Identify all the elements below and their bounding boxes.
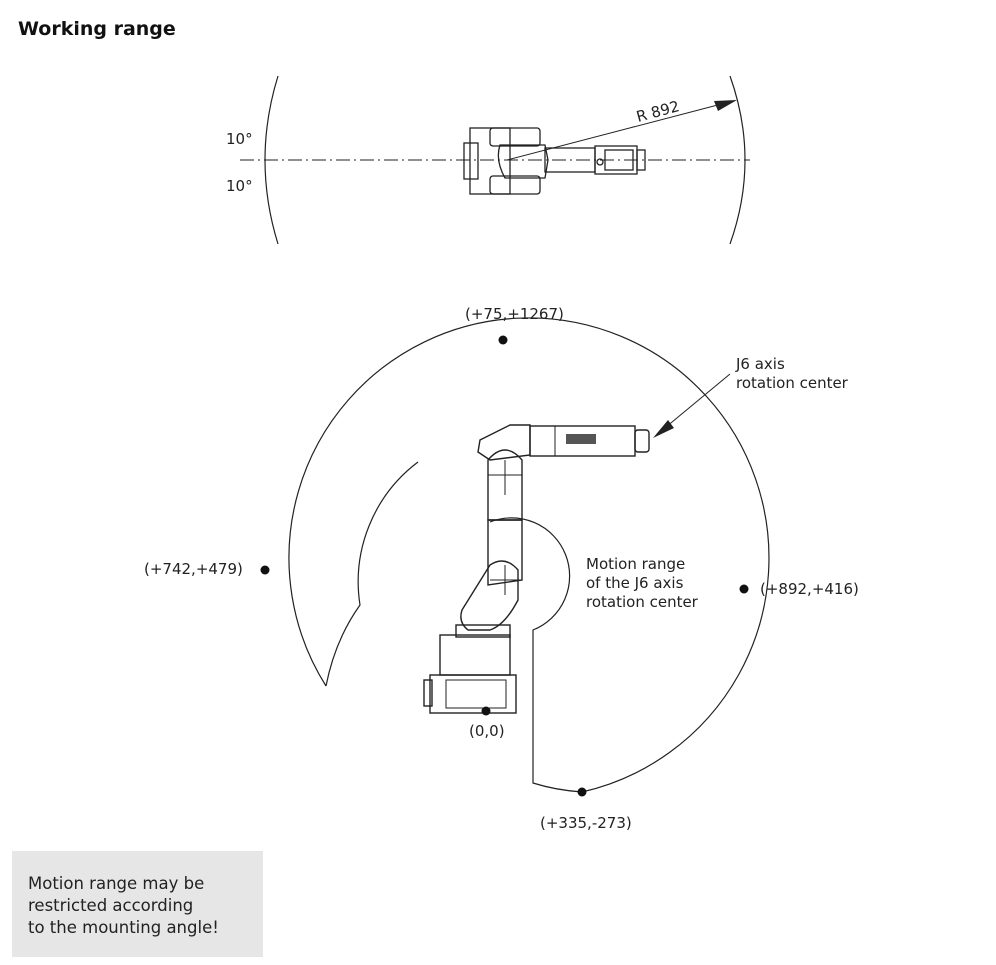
point-top [498, 335, 508, 345]
note-line: to the mounting angle! [28, 918, 219, 937]
note-line: Motion range may be [28, 874, 205, 893]
motion-label-line1: Motion range [586, 555, 685, 573]
robot-top-view [463, 127, 646, 195]
point-left [260, 565, 270, 575]
j6-label-line2: rotation center [736, 374, 849, 392]
radius-arrowhead [714, 100, 737, 111]
point-right-label: (+892,+416) [760, 580, 859, 598]
top-view [240, 75, 750, 245]
motion-label-line2: of the J6 axis [586, 574, 684, 592]
radius-label: R 892 [634, 97, 681, 126]
range-points [260, 335, 749, 797]
j6-label-line1: J6 axis [735, 355, 785, 373]
j6-arrowhead [653, 420, 674, 438]
angle-upper-label: 10° [226, 130, 253, 148]
left-range-arc [264, 75, 279, 245]
j6-pointer-line [659, 373, 731, 433]
point-top-label: (+75,+1267) [465, 305, 564, 323]
point-origin [481, 706, 491, 716]
point-left-label: (+742,+479) [144, 560, 243, 578]
point-right [739, 584, 749, 594]
motion-label-line3: rotation center [586, 593, 699, 611]
radius-line [506, 100, 734, 161]
point-bottom [577, 787, 587, 797]
mounting-note: Motion range may be restricted according… [12, 851, 263, 957]
origin-label: (0,0) [469, 722, 505, 740]
inner-range-arc [325, 461, 419, 687]
page-title: Working range [18, 18, 176, 40]
angle-lower-label: 10° [226, 177, 253, 195]
robot-side-view [423, 424, 650, 714]
point-bottom-label: (+335,-273) [540, 814, 632, 832]
outer-range-arc [288, 317, 770, 793]
note-line: restricted according [28, 896, 194, 915]
right-range-arc [729, 75, 746, 245]
